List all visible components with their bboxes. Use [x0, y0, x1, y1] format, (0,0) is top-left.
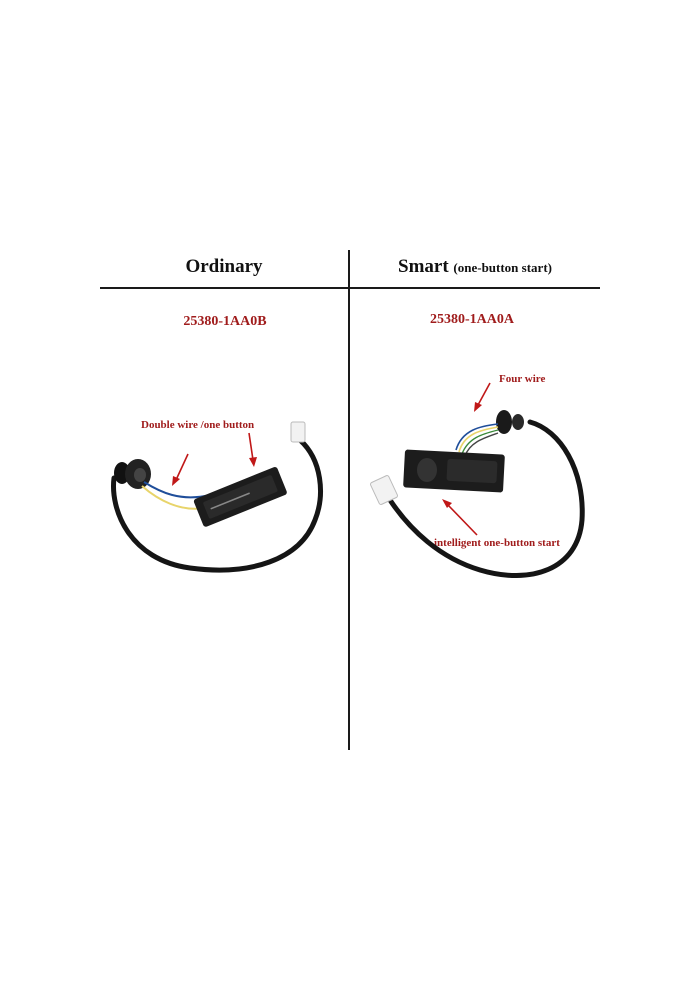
table-horizontal-divider: [100, 287, 600, 289]
part-number-smart: 25380-1AA0A: [430, 312, 514, 327]
column-title: Ordinary: [185, 256, 263, 277]
callout-four-wire: Four wire: [499, 373, 546, 385]
ordinary-switch-image: [111, 421, 323, 573]
callout-double-wire: Double wire /one button: [141, 419, 255, 431]
column-header-ordinary: Ordinary: [100, 256, 348, 278]
part-number-ordinary: 25380-1AA0B: [183, 314, 267, 329]
callout-intelligent-start: intelligent one-button start: [434, 537, 560, 549]
table-vertical-divider: [348, 250, 350, 750]
column-subtitle: (one-button start): [453, 260, 552, 275]
column-title: Smart: [398, 256, 449, 277]
smart-switch-image: [370, 382, 585, 579]
column-header-smart: Smart (one-button start): [350, 256, 600, 278]
